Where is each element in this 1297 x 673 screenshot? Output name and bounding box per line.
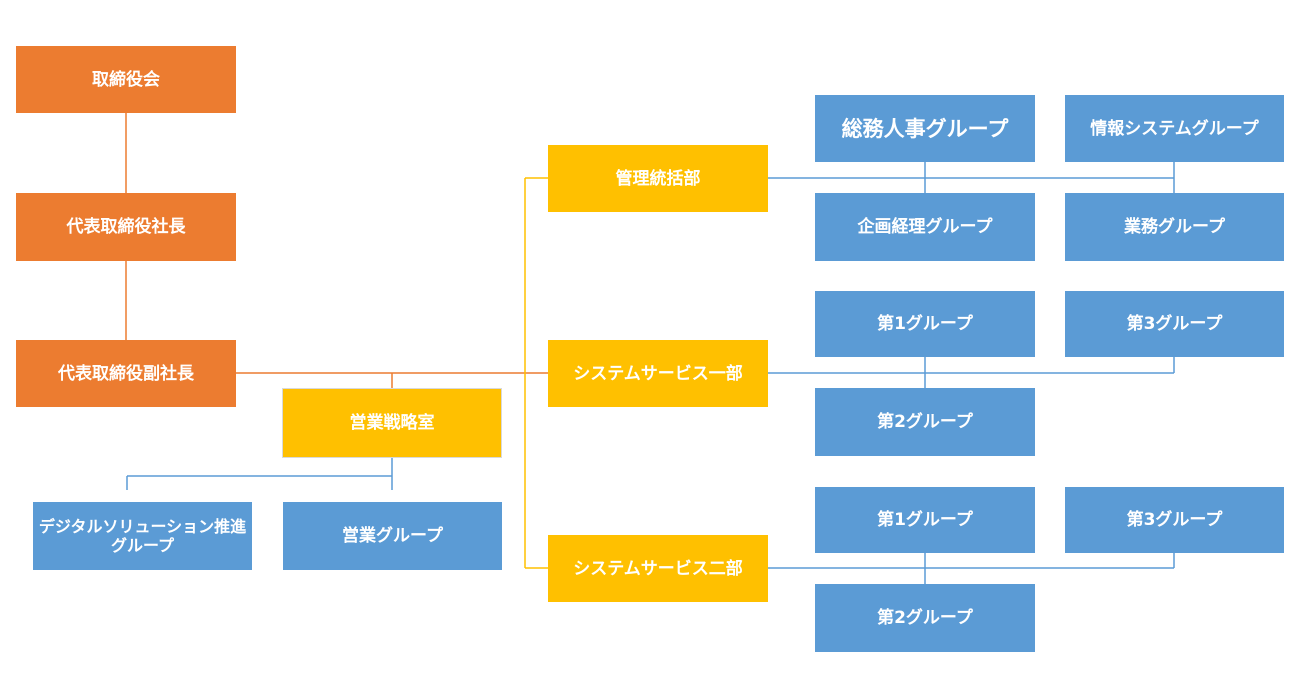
ss2-group-1-box: 第1グループ (815, 487, 1035, 553)
ss1-group-1-box: 第1グループ (815, 291, 1035, 357)
admin-division-box: 管理統括部 (548, 145, 768, 212)
ss1-group-3-box: 第3グループ (1065, 291, 1284, 357)
board-box: 取締役会 (16, 46, 236, 113)
ss1-group-2-box: 第2グループ (815, 388, 1035, 456)
vice-president-box: 代表取締役副社長 (16, 340, 236, 407)
ss2-group-3-box: 第3グループ (1065, 487, 1284, 553)
president-box: 代表取締役社長 (16, 193, 236, 261)
system-service-1-box: システムサービス一部 (548, 340, 768, 407)
planning-accounting-group-box: 企画経理グループ (815, 193, 1035, 261)
digital-solution-group-box: デジタルソリューション推進 グループ (33, 502, 252, 570)
sales-strategy-office-box: 営業戦略室 (282, 388, 502, 458)
general-affairs-hr-group-box: 総務人事グループ (815, 95, 1035, 162)
info-systems-group-box: 情報システムグループ (1065, 95, 1284, 162)
operations-group-box: 業務グループ (1065, 193, 1284, 261)
system-service-2-box: システムサービス二部 (548, 535, 768, 602)
ss2-group-2-box: 第2グループ (815, 584, 1035, 652)
sales-group-box: 営業グループ (283, 502, 502, 570)
